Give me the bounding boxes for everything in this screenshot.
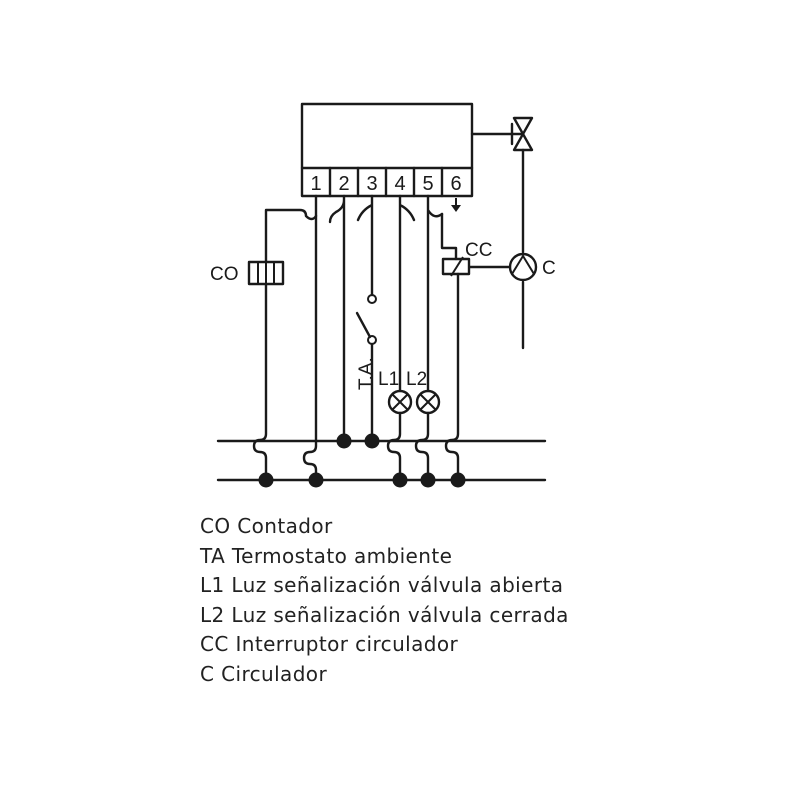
legend-item-cc: CC Interruptor circulador xyxy=(200,632,459,657)
cc-label: CC xyxy=(465,240,492,261)
terminal-3-label: 3 xyxy=(366,173,377,195)
junction-dot xyxy=(308,472,324,488)
lamp-l2-icon xyxy=(415,389,441,415)
terminal-2-label: 2 xyxy=(338,173,349,195)
co-label: CO xyxy=(210,264,239,285)
valve-symbol xyxy=(470,116,534,152)
wire-cc-lower xyxy=(444,272,460,482)
legend-item-co: CO Contador xyxy=(200,514,333,538)
wire-co xyxy=(264,208,318,264)
legend-item-l1: L1 Luz señalización válvula abierta xyxy=(200,573,564,598)
wiring-diagram: 1 2 3 4 5 6 C CC CO xyxy=(210,102,556,488)
terminal-strip xyxy=(300,166,474,198)
legend-item-c: C Circulador xyxy=(200,661,328,686)
wire-terminal-4 xyxy=(398,194,416,392)
junction-dot xyxy=(450,472,466,488)
l1-label: L1 xyxy=(378,369,399,390)
circulator-symbol xyxy=(508,252,538,282)
junction-dot xyxy=(420,472,436,488)
terminal-5-label: 5 xyxy=(422,173,433,195)
wire-terminal-2 xyxy=(328,194,346,443)
wire-terminal-1 xyxy=(302,194,318,482)
terminal-6-arrow xyxy=(451,198,461,212)
terminal-1-label: 1 xyxy=(310,173,321,195)
junction-dot xyxy=(364,433,380,449)
circulator-label: C xyxy=(542,258,556,279)
wire-co-lower xyxy=(252,282,268,482)
wire-terminal-5 xyxy=(426,194,444,392)
junction-dot xyxy=(258,472,274,488)
legend-item-l2: L2 Luz señalización válvula cerrada xyxy=(200,602,569,627)
ta-label: T.A. xyxy=(356,357,377,390)
terminal-4-label: 4 xyxy=(394,173,405,195)
lamp-l1-icon xyxy=(387,389,413,415)
terminal-6-label: 6 xyxy=(450,173,461,195)
thermostat-ta-switch xyxy=(355,294,377,443)
junction-dot xyxy=(336,433,352,449)
wire-l1-lower xyxy=(386,411,402,482)
junction-dot xyxy=(392,472,408,488)
wire-terminal-3 xyxy=(356,194,374,297)
legend-item-ta: TA Termostato ambiente xyxy=(200,543,453,568)
wire-l2-lower xyxy=(414,411,430,482)
legend-list: CO Contador TA Termostato ambiente L1 Lu… xyxy=(200,512,569,690)
l2-label: L2 xyxy=(406,369,427,390)
wire-terminal-6 xyxy=(440,212,458,261)
co-contactor-symbol xyxy=(247,260,285,286)
